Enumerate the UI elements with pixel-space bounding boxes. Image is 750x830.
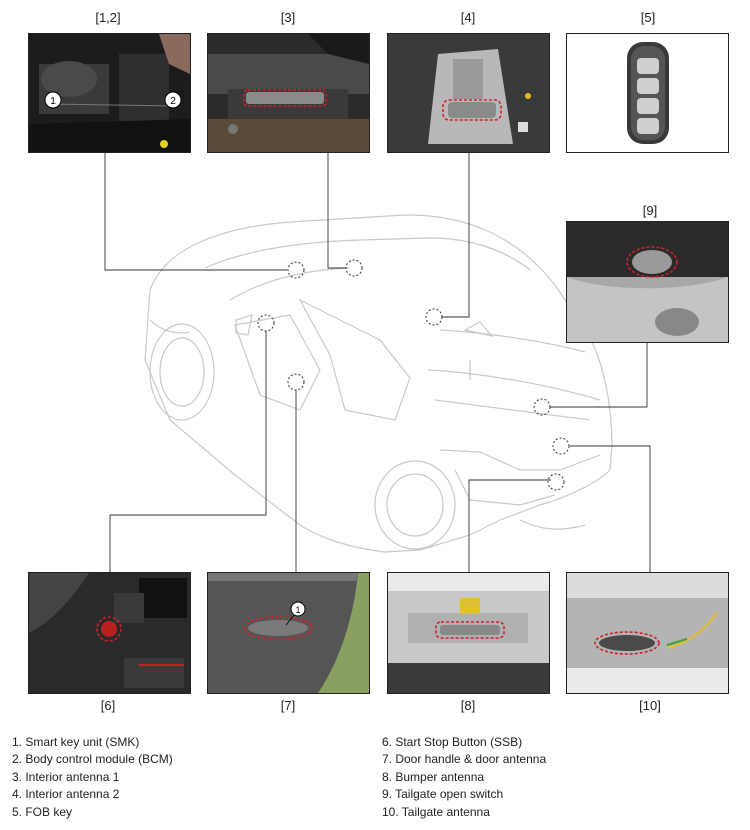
location-markers: [257, 259, 570, 491]
legend-item: 8. Bumper antenna: [382, 769, 485, 784]
callout-7-1: [290, 601, 306, 617]
marker-tailgate-antenna: [552, 437, 570, 455]
panel-label-6: [6]: [100, 698, 116, 713]
panel-label-9: [9]: [642, 203, 658, 218]
callout-1-text: 1: [50, 96, 56, 107]
marker-interior-antenna-2: [425, 308, 443, 326]
marker-bumper-antenna: [547, 473, 565, 491]
car-outline: [144, 214, 613, 553]
callout-2: [164, 91, 182, 109]
callout-2-text: 2: [170, 96, 176, 107]
legend-item: 6. Start Stop Button (SSB): [382, 735, 523, 749]
photo-start-stop-button: [28, 572, 191, 694]
panel-label-3: [3]: [280, 10, 296, 25]
photo-smk-bcm: 1 2: [28, 33, 191, 153]
legend-item: 7. Door handle & door antenna: [382, 752, 547, 767]
panel-label-5: [5]: [640, 10, 656, 25]
legend-item: 1. Smart key unit (SMK): [12, 735, 140, 749]
panel-label-1-2: [1,2]: [95, 10, 121, 25]
photo-tailgate-switch: [566, 221, 729, 343]
photo-interior-antenna-2: [387, 33, 550, 153]
legend-item: 3. Interior antenna 1: [12, 769, 120, 784]
legend-item: 4. Interior antenna 2: [12, 787, 120, 802]
legend-item: 9. Tailgate open switch: [382, 787, 504, 802]
photo-door-handle: 1: [207, 572, 370, 694]
photo-interior-antenna-1: [207, 33, 370, 153]
marker-ssb: [257, 314, 275, 332]
marker-smk-bcm: [287, 261, 305, 279]
panel-label-4: [4]: [460, 10, 476, 25]
legend-left: 1. Smart key unit (SMK) 2. Body control …: [12, 734, 173, 821]
legend-item: 10. Tailgate antenna: [382, 804, 490, 819]
callout-7-1-text: 1: [295, 605, 300, 615]
leader-lines: [104, 153, 651, 572]
marker-interior-antenna-1: [345, 259, 363, 277]
panel-label-10: [10]: [639, 698, 661, 713]
photo-fob-key: [566, 33, 729, 153]
callout-1: [44, 91, 62, 109]
legend-item: 5. FOB key: [12, 804, 73, 819]
photo-tailgate-antenna: [566, 572, 729, 694]
legend-item: 2. Body control module (BCM): [12, 752, 173, 767]
marker-tailgate-switch: [533, 398, 551, 416]
photo-bumper-antenna: [387, 572, 550, 694]
panel-label-7: [7]: [280, 698, 296, 713]
legend-right: 6. Start Stop Button (SSB) 7. Door handl…: [382, 734, 546, 821]
panel-label-8: [8]: [460, 698, 476, 713]
marker-door-handle: [287, 373, 305, 391]
